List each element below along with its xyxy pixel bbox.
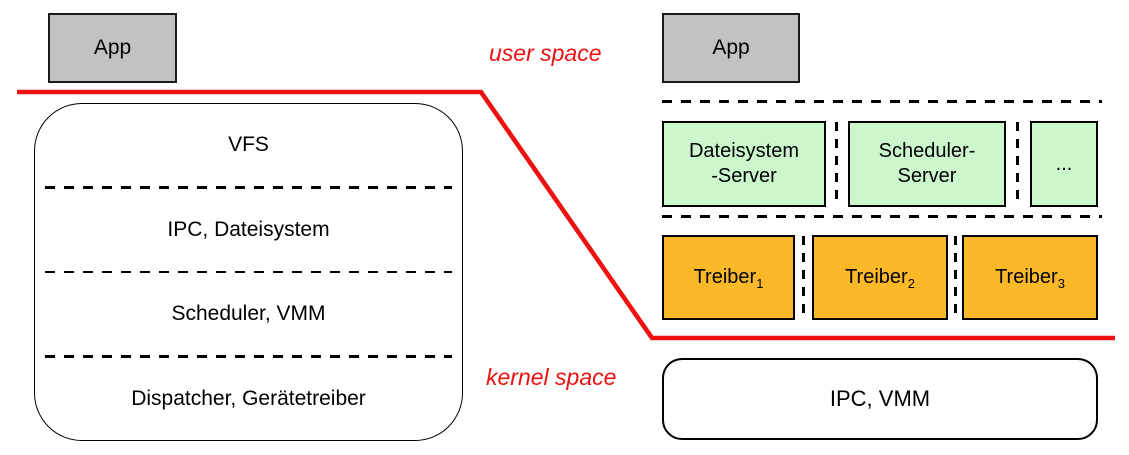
monolithic-app-box: App: [48, 13, 177, 83]
monolithic-kernel-box: VFS IPC, Dateisystem Scheduler, VMM Disp…: [34, 103, 463, 441]
driver-box-treiber1: Treiber1: [662, 235, 795, 320]
server-divider-dash: [835, 122, 838, 207]
kernel-space-label: kernel space: [486, 364, 617, 390]
layer-vfs: VFS: [228, 133, 269, 157]
driver-label-base: Treiber: [845, 266, 908, 288]
server-label-line: Scheduler-: [878, 140, 976, 162]
server-label-line: ...: [1055, 152, 1073, 175]
driver-label-base: Treiber: [995, 266, 1058, 288]
driver-box-treiber3: Treiber3: [962, 235, 1098, 320]
driver-box-treiber2: Treiber2: [812, 235, 948, 320]
microkernel-kernel-box: IPC, VMM: [662, 358, 1098, 440]
layer-scheduler-vmm: Scheduler, VMM: [171, 302, 326, 326]
server-label-line: Dateisystem: [688, 140, 800, 162]
microkernel-app-label: App: [712, 36, 750, 59]
user-space-label: user space: [489, 40, 602, 66]
driver-label: Treiber3: [995, 266, 1065, 291]
driver-label-subscript: 1: [756, 276, 764, 291]
layer-divider: [45, 355, 452, 358]
layer-divider: [45, 270, 452, 274]
server-label-line: -Server: [711, 165, 777, 187]
driver-label-base: Treiber: [693, 266, 757, 288]
microkernel-kernel-label: IPC, VMM: [829, 386, 931, 411]
server-box-dateisystem: Dateisystem -Server: [662, 121, 826, 207]
dashed-separator-top: [662, 100, 1102, 103]
driver-divider-dash: [954, 236, 957, 320]
driver-label-subscript: 2: [907, 276, 915, 291]
server-box-scheduler: Scheduler- Server: [848, 121, 1006, 207]
driver-label: Treiber1: [693, 266, 764, 291]
layer-ipc-dateisystem: IPC, Dateisystem: [167, 217, 330, 241]
driver-label-subscript: 3: [1057, 276, 1065, 291]
microkernel-app-box: App: [662, 13, 800, 83]
dashed-separator-middle: [662, 215, 1102, 218]
server-divider-dash: [1016, 122, 1019, 207]
driver-divider-dash: [802, 236, 805, 320]
monolithic-app-label: App: [93, 36, 132, 59]
driver-label: Treiber2: [845, 266, 915, 291]
server-box-ellipsis: ...: [1030, 121, 1098, 207]
server-label-line: Server: [897, 165, 957, 187]
layer-dispatcher-geraetetreiber: Dispatcher, Gerätetreiber: [131, 386, 366, 410]
layer-divider: [45, 186, 452, 189]
